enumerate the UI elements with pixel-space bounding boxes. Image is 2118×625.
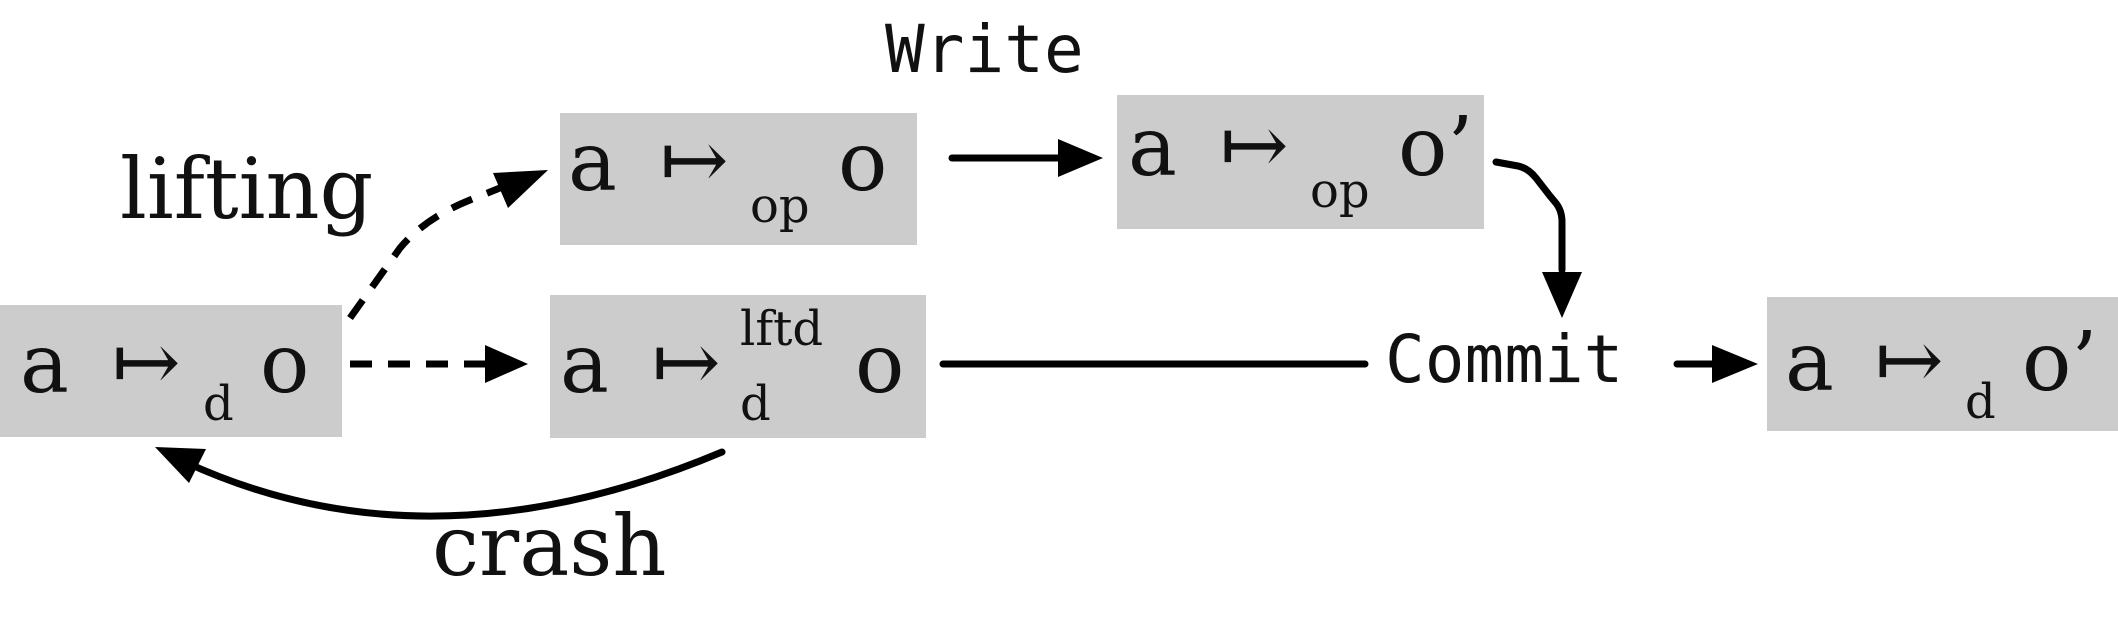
write-label: Write — [885, 11, 1084, 88]
arrowhead — [1712, 345, 1758, 383]
node-a-d-o: a ↦ d o — [0, 305, 342, 437]
node-superscript: lftd — [740, 301, 823, 357]
node-box — [550, 295, 926, 438]
node-a-op-oprime: a ↦ op o’ — [1117, 95, 1484, 229]
node-value: o — [260, 317, 309, 412]
maps-to-arrow: ↦ — [652, 315, 721, 410]
node-subscript: d — [740, 376, 771, 432]
node-value: o’ — [1398, 100, 1473, 195]
node-var: a — [1128, 100, 1177, 195]
node-subscript: d — [1965, 374, 1996, 430]
maps-to-arrow: ↦ — [660, 113, 729, 208]
node-box — [560, 113, 917, 245]
crash-edge — [155, 447, 726, 520]
node-box — [1767, 297, 2118, 431]
arrowhead — [1058, 139, 1103, 177]
commit-edge-line — [1492, 158, 1566, 274]
crash-edge-line — [181, 448, 726, 520]
lifting-label: lifting — [120, 140, 373, 238]
node-subscript: op — [1310, 163, 1370, 219]
oprime-to-commit-edge — [1492, 158, 1582, 318]
node-box — [0, 305, 342, 437]
maps-to-arrow: ↦ — [1875, 313, 1944, 408]
maps-to-arrow: ↦ — [112, 315, 181, 410]
arrowhead — [485, 345, 528, 383]
arrowhead — [493, 170, 548, 208]
node-a-d-lftd-o: a ↦ lftd d o — [550, 295, 926, 438]
maps-to-arrow: ↦ — [1220, 98, 1289, 193]
node-var: a — [568, 115, 617, 210]
node-var: a — [20, 317, 69, 412]
node-subscript: op — [750, 178, 810, 234]
commit-label: Commit — [1385, 321, 1623, 398]
lifting-edge-lower — [350, 345, 528, 383]
node-subscript: d — [203, 376, 234, 432]
node-a-d-oprime: a ↦ d o’ — [1767, 297, 2118, 431]
arrowhead — [1542, 272, 1582, 318]
node-a-op-o: a ↦ op o — [560, 113, 917, 245]
write-edge — [948, 139, 1103, 177]
lifting-edge-line — [347, 178, 517, 321]
arrowhead — [155, 447, 206, 483]
node-box — [1117, 95, 1484, 229]
lifting-edge-upper — [347, 170, 548, 321]
node-value: o — [838, 115, 887, 210]
node-var: a — [1785, 315, 1834, 410]
node-value: o’ — [2022, 315, 2097, 410]
node-var: a — [560, 317, 609, 412]
node-value: o — [855, 317, 904, 412]
commit-to-final-edge — [1673, 345, 1758, 383]
